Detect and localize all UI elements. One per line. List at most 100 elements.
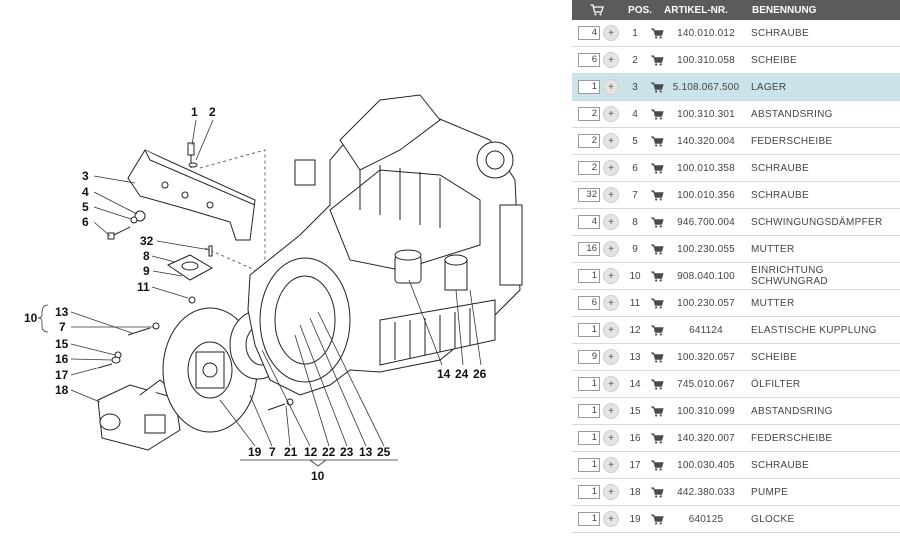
header-pos[interactable]: POS. — [628, 4, 652, 16]
add-quantity-button[interactable]: + — [603, 322, 619, 338]
part-name: SCHWINGUNGSDÄMPFER — [751, 216, 883, 228]
add-to-cart-icon[interactable] — [649, 485, 665, 499]
add-quantity-button[interactable]: + — [603, 430, 619, 446]
quantity-input[interactable]: 1 — [578, 323, 600, 337]
add-quantity-button[interactable]: + — [603, 376, 619, 392]
add-quantity-button[interactable]: + — [603, 106, 619, 122]
add-quantity-button[interactable]: + — [603, 268, 619, 284]
quantity-input[interactable]: 6 — [578, 296, 600, 310]
diesel-engine-block[interactable] — [247, 94, 523, 396]
add-quantity-button[interactable]: + — [603, 25, 619, 41]
add-quantity-button[interactable]: + — [603, 511, 619, 527]
add-to-cart-icon[interactable] — [649, 242, 665, 256]
add-to-cart-icon[interactable] — [649, 377, 665, 391]
washer-part-2[interactable] — [188, 162, 198, 168]
quantity-input[interactable]: 1 — [578, 458, 600, 472]
add-quantity-button[interactable]: + — [603, 79, 619, 95]
quantity-input[interactable]: 2 — [578, 134, 600, 148]
article-number: 641124 — [689, 324, 723, 336]
add-to-cart-icon[interactable] — [649, 350, 665, 364]
quantity-input[interactable]: 1 — [578, 377, 600, 391]
add-quantity-button[interactable]: + — [603, 403, 619, 419]
vibration-damper-part-8[interactable] — [166, 245, 214, 281]
position-number: 5 — [632, 135, 638, 147]
add-quantity-button[interactable]: + — [603, 457, 619, 473]
article-number: 946.700.004 — [677, 216, 735, 228]
quantity-input[interactable]: 1 — [578, 80, 600, 94]
add-quantity-button[interactable]: + — [603, 241, 619, 257]
add-to-cart-icon[interactable] — [649, 80, 665, 94]
add-quantity-button[interactable]: + — [603, 52, 619, 68]
quantity-input[interactable]: 4 — [578, 215, 600, 229]
quantity-input[interactable]: 1 — [578, 269, 600, 283]
part-name: FEDERSCHEIBE — [751, 135, 833, 147]
add-to-cart-icon[interactable] — [649, 512, 665, 526]
add-to-cart-icon[interactable] — [649, 404, 665, 418]
bolt-part-6[interactable] — [107, 226, 131, 240]
quantity-input[interactable]: 1 — [578, 485, 600, 499]
quantity-input[interactable]: 2 — [578, 161, 600, 175]
header-benennung[interactable]: BENENNUNG — [752, 4, 817, 16]
quantity-input[interactable]: 16 — [578, 242, 600, 256]
quantity-input[interactable]: 9 — [578, 350, 600, 364]
add-to-cart-icon[interactable] — [649, 53, 665, 67]
callout-bottom-12: 12 — [304, 445, 318, 459]
add-to-cart-icon[interactable] — [649, 26, 665, 40]
position-number: 19 — [629, 513, 641, 525]
add-to-cart-icon[interactable] — [649, 107, 665, 121]
add-to-cart-icon[interactable] — [649, 161, 665, 175]
quantity-input[interactable]: 1 — [578, 512, 600, 526]
part-name: SCHRAUBE — [751, 162, 809, 174]
callout-18: 18 — [55, 383, 69, 397]
spacer-ring-part-4[interactable] — [134, 210, 146, 222]
add-quantity-button[interactable]: + — [603, 349, 619, 365]
article-number: 100.310.301 — [677, 108, 735, 120]
add-to-cart-icon[interactable] — [649, 323, 665, 337]
add-to-cart-icon[interactable] — [649, 188, 665, 202]
add-quantity-button[interactable]: + — [603, 160, 619, 176]
add-to-cart-icon[interactable] — [649, 269, 665, 283]
add-quantity-button[interactable]: + — [603, 214, 619, 230]
add-to-cart-icon[interactable] — [649, 215, 665, 229]
quantity-input[interactable]: 6 — [578, 53, 600, 67]
quantity-input[interactable]: 1 — [578, 404, 600, 418]
add-quantity-button[interactable]: + — [603, 133, 619, 149]
article-number: 908.040.100 — [677, 270, 735, 282]
engine-mount-bracket[interactable] — [127, 149, 256, 241]
pump-part-18[interactable] — [97, 379, 181, 451]
add-to-cart-icon[interactable] — [649, 458, 665, 472]
add-to-cart-icon[interactable] — [649, 296, 665, 310]
add-to-cart-icon[interactable] — [649, 134, 665, 148]
header-artikel-nr[interactable]: ARTIKEL-NR. — [664, 4, 728, 16]
add-quantity-button[interactable]: + — [603, 484, 619, 500]
quantity-input[interactable]: 4 — [578, 26, 600, 40]
article-number: 100.010.356 — [677, 189, 735, 201]
callout-7: 7 — [59, 320, 66, 334]
add-to-cart-icon[interactable] — [649, 431, 665, 445]
quantity-input[interactable]: 32 — [578, 188, 600, 202]
quantity-input[interactable]: 1 — [578, 431, 600, 445]
quantity-input[interactable]: 2 — [578, 107, 600, 121]
add-quantity-button[interactable]: + — [603, 295, 619, 311]
add-quantity-button[interactable]: + — [603, 187, 619, 203]
nut-part-11[interactable] — [188, 296, 196, 304]
